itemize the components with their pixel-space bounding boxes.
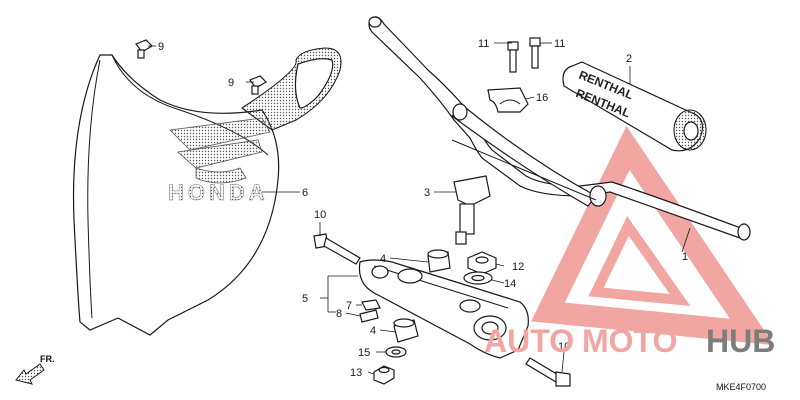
upper-holder [487,87,529,113]
watermark-moto: MOTO [582,323,677,359]
diagram-code: MKE4F0700 [716,382,766,392]
bolt-9-mid [249,75,267,95]
callout-15: 15 [358,347,370,359]
watermark-hub: HUB [706,323,775,359]
washer-8 [359,309,379,323]
callout-2: 2 [626,53,632,65]
callout-16: 16 [536,92,548,104]
top-bridge [358,259,529,359]
bushing-lower [393,318,419,343]
nut-13 [373,365,395,385]
leader-lines [148,42,691,375]
watermark-logo [531,126,775,346]
watermark-auto: AUTO [484,323,574,359]
bolt-11-right [529,37,541,69]
callout-10-left: 10 [314,209,326,221]
washer-7 [361,299,381,311]
callout-1: 1 [682,251,688,263]
watermark-triangle [531,126,775,346]
honda-wing-emblem [169,117,271,184]
watermark-text: AUTO MOTO HUB [484,323,775,359]
callout-5: 5 [302,293,308,305]
front-arrow-icon [15,363,45,385]
front-direction-label: FR. [40,354,55,364]
washer-14 [463,271,493,285]
front-direction-indicator: FR. [15,354,55,385]
callout-4-upper: 4 [380,253,386,265]
callout-10-right: 10 [558,341,570,353]
callout-6: 6 [302,187,308,199]
bolt-10-left [313,233,361,265]
callouts: 1 2 3 4 4 5 6 7 8 9 9 10 10 11 11 12 13 … [158,38,688,379]
handlebar [368,16,751,241]
callout-8: 8 [336,308,342,320]
bolt-9-top [135,39,153,59]
washer-15 [385,346,407,358]
nut-12 [467,251,497,275]
callout-11-right: 11 [554,38,565,50]
bolt-11-left [507,41,519,73]
bolt-10-right [525,357,571,387]
callout-4-lower: 4 [370,325,376,337]
callout-9-mid: 9 [228,77,234,89]
honda-brand-text: HONDA [168,180,269,205]
handlebar-pad: RENTHAL RENTHAL [562,61,707,152]
number-plate: HONDA [72,47,342,336]
callout-9-top: 9 [158,41,164,53]
callout-13: 13 [350,367,362,379]
callout-14: 14 [504,278,516,290]
bushing-upper [427,249,451,273]
lower-holder [453,175,491,245]
callout-7: 7 [346,300,352,312]
callout-3: 3 [424,187,430,199]
callout-12: 12 [512,261,524,273]
watermark-inner-triangle [588,216,691,307]
callout-11-left: 11 [478,38,489,50]
